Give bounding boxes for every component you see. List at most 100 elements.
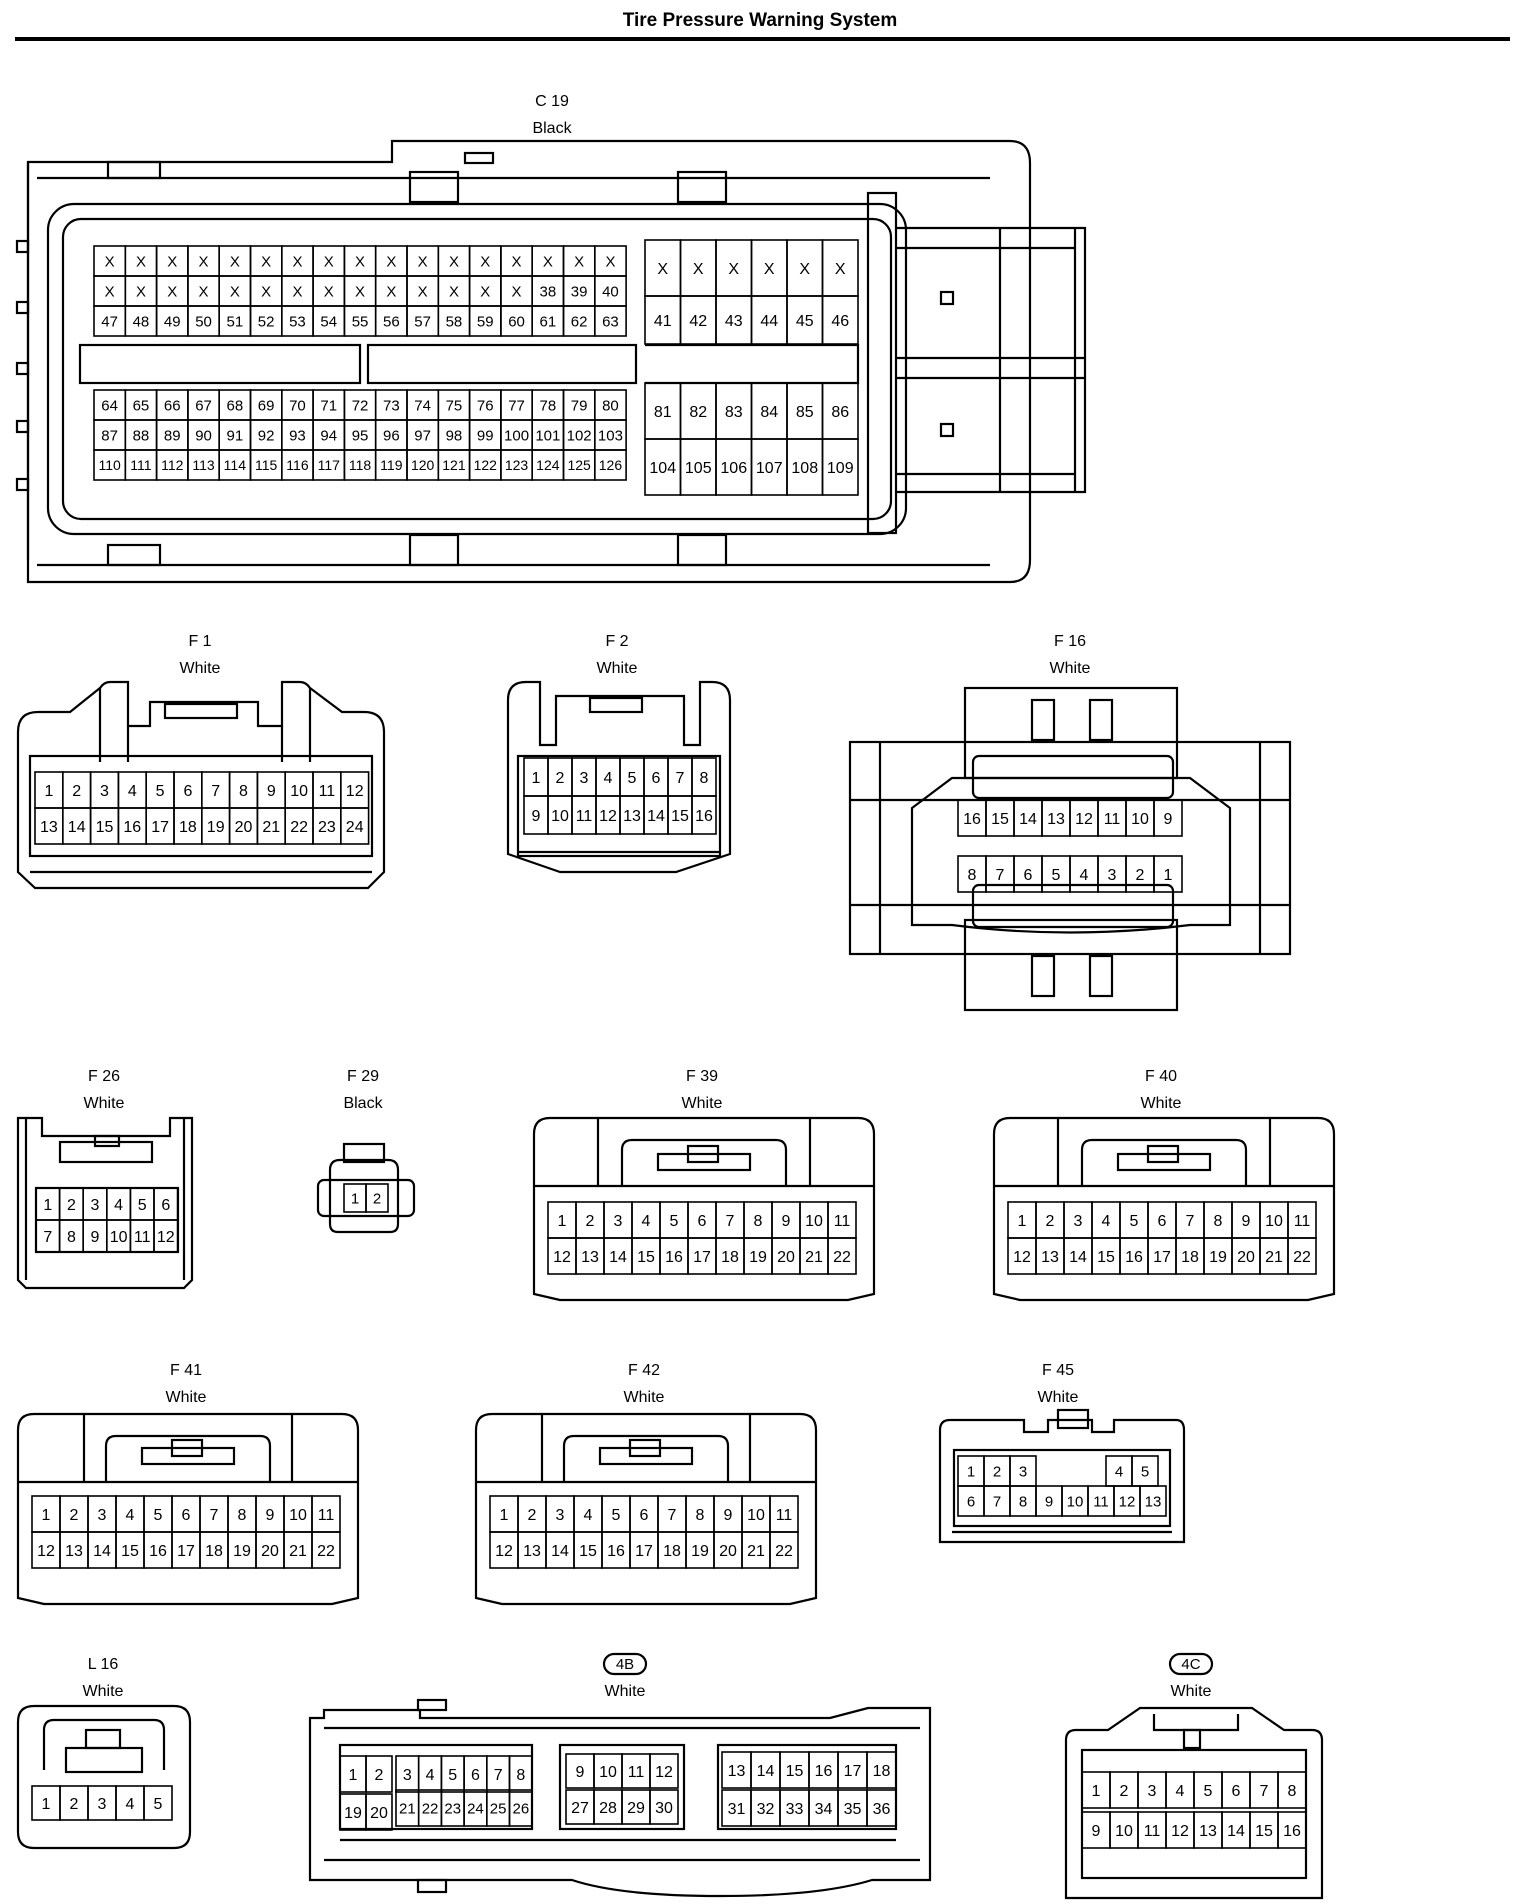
l16-name: L 16 [88,1656,119,1673]
f29-name: F 29 [347,1068,379,1085]
pin-c19-left-bot-118: 118 [349,457,372,473]
pin-c19-right-43: 43 [725,313,743,330]
f2-name: F 2 [605,633,628,650]
pin-c19-left-top-X: X [105,253,115,270]
pin-grid-4c-2: 2 [1120,1783,1129,1800]
pin-c19-left-top-62: 62 [571,313,588,330]
pin-grid-f2-11: 11 [576,808,593,825]
pin-grid-f41-7: 7 [210,1507,219,1524]
pin-grid-4b-27: 27 [571,1800,589,1817]
pin-c19-left-top-X: X [292,253,302,270]
pin-grid-f40-1: 1 [1018,1213,1027,1230]
pin-grid-4b-14: 14 [757,1763,775,1780]
pin-c19-left-top-53: 53 [289,313,306,330]
pin-grid-4b-36: 36 [873,1801,891,1818]
pin-grid-f2-15: 15 [671,808,689,825]
pin-grid-f40-22: 22 [1293,1249,1311,1266]
pin-grid-4b-30-cell [649,1789,679,1825]
pin-c19-left-top-40: 40 [602,283,619,300]
pin-grid-4b-11: 11 [628,1764,645,1781]
pin-c19-right-83: 83 [725,404,743,421]
pin-grid-f40-8: 8 [1214,1213,1223,1230]
pin-grid-f2-1: 1 [532,770,541,787]
pin-grid-f40-18: 18 [1181,1249,1199,1266]
pin-grid-f40-13: 13 [1041,1249,1059,1266]
pin-c19-left-bot-112: 112 [161,457,184,473]
pin-c19-left-top-56: 56 [383,313,400,330]
pin-c19-left-bot-100: 100 [504,427,529,444]
pin-c19-left-top-X: X [199,283,209,300]
pin-grid-f41-14: 14 [93,1543,111,1560]
pin-c19-left-bot-77: 77 [508,397,525,414]
pin-c19-left-top-50: 50 [195,313,212,330]
pin-grid-f45-8: 8 [1019,1493,1027,1510]
pin-grid-f42-6: 6 [640,1507,649,1524]
pin-grid-f41-22: 22 [317,1543,335,1560]
pin-grid-f2-7: 7 [676,770,685,787]
pin-c19-left-top-63: 63 [602,313,619,330]
pin-c19-left-top-X: X [136,283,146,300]
pin-grid-f16-15: 15 [991,811,1009,828]
f39-color: White [682,1095,723,1112]
pin-c19-right-108: 108 [791,460,818,477]
pin-c19-left-top-61: 61 [540,313,557,330]
pin-grid-4b-12: 12 [655,1764,673,1781]
pin-c19-left-bot-111: 111 [130,457,151,473]
pin-grid-f1-22: 22 [290,819,308,836]
pin-c19-left-bot-97: 97 [414,427,431,444]
pin-c19-right-81: 81 [654,404,672,421]
pin-grid-f41-17: 17 [177,1543,195,1560]
pin-c19-left-top-39: 39 [571,283,588,300]
pin-c19-left-bot-119: 119 [380,457,403,473]
pin-grid-4c-8-cell [1277,1771,1307,1809]
pin-grid-f39-4: 4 [642,1213,651,1230]
pin-grid-f1-5: 5 [156,783,165,800]
pin-grid-4b-8: 8 [516,1767,525,1784]
pin-grid-f26-7: 7 [43,1229,52,1246]
pin-c19-left-bot-80: 80 [602,397,619,414]
pin-c19-left-top-X: X [418,283,428,300]
pin-grid-f1-13: 13 [40,819,58,836]
pin-c19-left-bot-102: 102 [567,427,592,444]
pin-c19-left-bot-78: 78 [540,397,557,414]
pin-grid-f42-13: 13 [523,1543,541,1560]
pin-c19-left-top-49: 49 [164,313,181,330]
f42-color: White [624,1389,665,1406]
pin-c19-left-top-X: X [167,283,177,300]
pin-c19-right-45: 45 [796,313,814,330]
f26-name: F 26 [88,1068,120,1085]
pin-grid-4c-3: 3 [1148,1783,1157,1800]
pin-grid-f29-2: 2 [373,1190,381,1207]
pin-grid-f39-22: 22 [833,1249,851,1266]
pin-grid-f16-7: 7 [996,867,1005,884]
pin-grid-f42-21: 21 [747,1543,765,1560]
pin-grid-f40-4: 4 [1102,1213,1111,1230]
pin-grid-4c-7: 7 [1260,1783,1269,1800]
pin-grid-f16-9: 9 [1164,811,1173,828]
pin-c19-left-top-48: 48 [133,313,150,330]
pin-grid-4c-5: 5 [1204,1783,1213,1800]
pin-grid-4b-29: 29 [627,1800,645,1817]
pin-grid-f39-3: 3 [614,1213,623,1230]
pin-c19-left-top-X: X [543,253,553,270]
pin-grid-f1-2: 2 [72,783,81,800]
pin-grid-l16-5: 5 [154,1796,163,1813]
pin-grid-f26-12-cell [153,1219,179,1253]
pin-grid-f41-10: 10 [289,1507,307,1524]
pin-c19-left-bot-67: 67 [195,397,212,414]
pin-grid-f39-19: 19 [749,1249,767,1266]
f16-name: F 16 [1054,633,1086,650]
pin-grid-f39-9: 9 [782,1213,791,1230]
pin-grid-4b-2: 2 [375,1767,384,1784]
f2-color: White [597,660,638,677]
pin-c19-left-bot-66: 66 [164,397,181,414]
pin-grid-f26-3: 3 [91,1197,100,1214]
f42-name: F 42 [628,1362,660,1379]
pin-c19-left-top-X: X [261,253,271,270]
pin-grid-4b-1: 1 [349,1767,358,1784]
pin-grid-f26-5: 5 [138,1197,147,1214]
pin-c19-left-bot-113: 113 [192,457,215,473]
pin-grid-f26-2: 2 [67,1197,76,1214]
pin-grid-f41-5: 5 [154,1507,163,1524]
